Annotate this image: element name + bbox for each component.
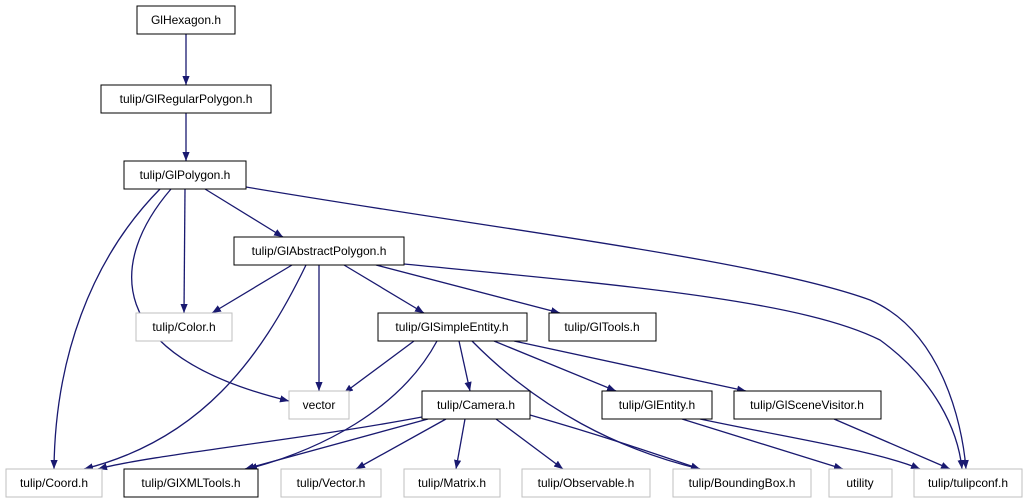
edge-glpolygon-to-glabstractpolygon [204,188,284,238]
edge-camera-to-matrix [454,418,466,470]
node-matrix[interactable]: tulip/Matrix.h [403,468,501,498]
node-tulipconf[interactable]: tulip/tulipconf.h [913,468,1023,498]
node-tulipconf-box [913,468,1023,498]
node-camera[interactable]: tulip/Camera.h [421,390,531,420]
node-vector-box [288,390,350,420]
node-utility[interactable]: utility [828,468,893,498]
node-boundingbox-label: tulip/BoundingBox.h [689,476,796,490]
node-observable-box [521,468,651,498]
node-vector[interactable]: vector [288,390,350,420]
node-gltools-label: tulip/GlTools.h [564,320,639,334]
node-glhexagon-label: GlHexagon.h [151,13,221,27]
edge-glabstractpolygon-to-glsimpleentity [343,264,425,314]
edge-camera-to-coord [97,416,423,471]
node-color-box [135,312,233,342]
edge-glsimpleentity-to-boundingbox [471,340,701,471]
node-glxmltools[interactable]: tulip/GlXMLTools.h [123,468,259,498]
edge-camera-to-vectorh [355,418,447,470]
edge-camera-to-observable [495,418,564,470]
edge-glscenevisitor-to-tulipconf [833,418,951,470]
node-glentity-box [601,390,713,420]
edge-glsimpleentity-to-glscenevisitor [513,340,747,393]
edge-camera-to-boundingbox [529,414,701,470]
node-glsimpleentity-label: tulip/GlSimpleEntity.h [395,320,508,334]
edge-camera-to-glxmltools [244,418,429,471]
node-glsimpleentity-box [377,312,528,342]
node-coord-box [5,468,103,498]
edge-glentity-to-utility [681,418,844,470]
node-camera-label: tulip/Camera.h [437,398,515,412]
node-vectorh-label: tulip/Vector.h [297,476,366,490]
edge-glpolygon-to-vector [131,188,290,403]
node-color[interactable]: tulip/Color.h [135,312,233,342]
node-observable[interactable]: tulip/Observable.h [521,468,651,498]
node-observable-label: tulip/Observable.h [538,476,635,490]
edge-glabstractpolygon-to-color [211,264,293,314]
edge-glsimpleentity-to-camera [458,340,472,392]
node-camera-box [421,390,531,420]
node-glregularpolygon[interactable]: tulip/GlRegularPolygon.h [100,84,272,114]
node-gltools[interactable]: tulip/GlTools.h [548,312,657,342]
node-glscenevisitor-label: tulip/GlSceneVisitor.h [750,398,864,412]
node-glregularpolygon-label: tulip/GlRegularPolygon.h [120,92,253,106]
edge-layer [50,34,969,471]
node-glabstractpolygon[interactable]: tulip/GlAbstractPolygon.h [233,236,405,266]
node-glpolygon-label: tulip/GlPolygon.h [140,168,231,182]
edge-glpolygon-to-color [180,188,188,314]
node-glregularpolygon-box [100,84,272,114]
node-glxmltools-box [123,468,259,498]
node-glabstractpolygon-label: tulip/GlAbstractPolygon.h [252,244,387,258]
node-vector-label: vector [303,398,336,412]
node-coord[interactable]: tulip/Coord.h [5,468,103,498]
node-color-label: tulip/Color.h [152,320,215,334]
node-matrix-label: tulip/Matrix.h [418,476,486,490]
node-glxmltools-label: tulip/GlXMLTools.h [141,476,240,490]
node-glpolygon-box [123,160,247,190]
node-utility-box [828,468,893,498]
node-gltools-box [548,312,657,342]
node-glhexagon-box [136,5,236,35]
edge-glsimpleentity-to-glentity [493,340,617,392]
node-glpolygon[interactable]: tulip/GlPolygon.h [123,160,247,190]
node-glscenevisitor[interactable]: tulip/GlSceneVisitor.h [733,390,882,420]
node-coord-label: tulip/Coord.h [20,476,88,490]
edge-glpolygon-to-tulipconf [245,186,969,470]
edge-glabstractpolygon-to-tulipconf [403,263,965,470]
node-glsimpleentity[interactable]: tulip/GlSimpleEntity.h [377,312,528,342]
edge-glsimpleentity-to-vector [343,340,415,394]
edge-glpolygon-to-coord [50,188,161,470]
node-vectorh-box [280,468,382,498]
edge-glentity-to-tulipconf [699,418,921,470]
node-glentity-label: tulip/GlEntity.h [619,398,695,412]
node-glentity[interactable]: tulip/GlEntity.h [601,390,713,420]
node-utility-label: utility [846,476,873,490]
node-vectorh[interactable]: tulip/Vector.h [280,468,382,498]
node-glabstractpolygon-box [233,236,405,266]
node-boundingbox[interactable]: tulip/BoundingBox.h [672,468,812,498]
node-matrix-box [403,468,501,498]
edge-glabstractpolygon-to-gltools [375,264,561,315]
node-tulipconf-label: tulip/tulipconf.h [928,476,1008,490]
edge-glabstractpolygon-to-coord [83,264,307,471]
node-glhexagon[interactable]: GlHexagon.h [136,5,236,35]
node-boundingbox-box [672,468,812,498]
node-glscenevisitor-box [733,390,882,420]
node-layer: GlHexagon.h tulip/GlRegularPolygon.h tul… [5,5,1023,498]
